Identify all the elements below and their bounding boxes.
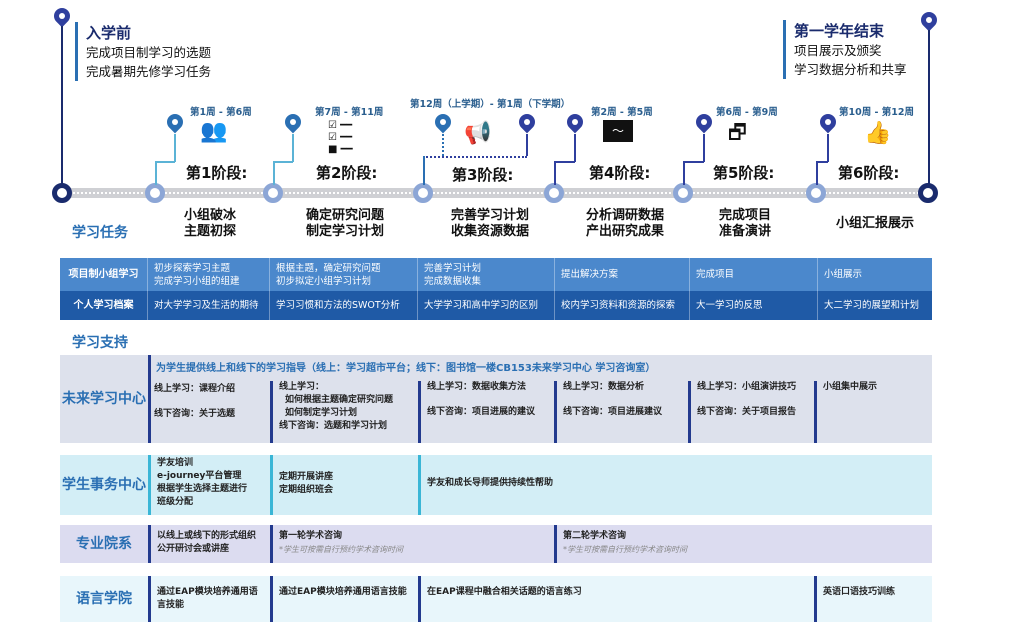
support-cell: 定期开展讲座定期组织班会 (270, 455, 333, 515)
phase6-label: 第6阶段: (838, 164, 900, 182)
phase3-end-pin-icon (515, 110, 539, 134)
phase1-tasks: 小组破冰主题初探 (183, 208, 236, 239)
end-pin-icon (917, 8, 941, 32)
support-cell: 线上学习：数据分析线下咨询：项目进展建议 (554, 381, 662, 443)
phase6-pin-icon (816, 110, 840, 134)
support-cell: 以线上或线下的形式组织公开研讨会或讲座 (148, 525, 256, 563)
phase3-start-pin-icon (431, 110, 455, 134)
table-cell: 校内学习资料和资源的探索 (555, 291, 690, 320)
phase3-weeks: 第12周（上学期）- 第1周（下学期） (410, 99, 571, 110)
table-cell: 大学学习和高中学习的区别 (418, 291, 555, 320)
table-cell: 完善学习计划完成数据收集 (418, 258, 555, 291)
phase6-tasks: 小组汇报展示 (835, 216, 914, 231)
end-milestone: 第一学年结束 项目展示及颁奖 学习数据分析和共享 (783, 20, 907, 79)
timeline-node-end (918, 183, 938, 203)
phase5-pin-icon (692, 110, 716, 134)
table-cell: 对大学学习及生活的期待 (148, 291, 270, 320)
future-banner: 为学生提供线上和线下的学习指导（线上：学习超市平台；线下：图书馆一楼CB153未… (156, 363, 656, 374)
phase1-label: 第1阶段: (186, 164, 248, 182)
phase2-label: 第2阶段: (316, 164, 378, 182)
table-cell: 初步探索学习主题完成学习小组的组建 (148, 258, 270, 291)
thumbs-up-icon: 👍 (864, 121, 892, 146)
discussion-group-icon: 👥 (200, 119, 228, 144)
phase1-weeks: 第1周 - 第6周 (190, 107, 252, 118)
box-label: 专业院系 (76, 535, 132, 552)
table-cell: 提出解决方案 (555, 258, 690, 291)
start-pin-icon (50, 4, 74, 28)
phase4-tasks: 分析调研数据产出研究成果 (585, 208, 664, 239)
table-cell: 完成项目 (690, 258, 818, 291)
checklist-icon: ☑ ━━☑ ━━■ ━━ (328, 120, 353, 155)
row-label: 项目制小组学习 (60, 258, 148, 291)
support-cell: 第二轮学术咨询*学生可按需自行预约学术咨询时间 (554, 525, 687, 563)
phase5-tasks: 完成项目准备演讲 (718, 208, 771, 239)
phase4-weeks: 第2周 - 第5周 (591, 107, 653, 118)
personal-portfolio-row: 个人学习档案 对大学学习及生活的期待 学习习惯和方法的SWOT分析 大学学习和高… (60, 291, 932, 320)
support-cell: 线上学习：小组演讲技巧线下咨询：关于项目报告 (688, 381, 796, 443)
support-cell: 英语口语技巧训练 (814, 576, 895, 622)
phase6-weeks: 第10周 - 第12周 (839, 107, 914, 118)
future-learning-center-box: 未来学习中心 为学生提供线上和线下的学习指导（线上：学习超市平台；线下：图书馆一… (60, 355, 932, 443)
timeline-node (145, 183, 165, 203)
table-cell: 大一学习的反思 (690, 291, 818, 320)
table-cell: 大二学习的展望和计划 (824, 300, 920, 311)
start-milestone: 入学前 完成项目制学习的选题 完成暑期先修学习任务 (75, 22, 211, 81)
megaphone-icon: 📢 (464, 121, 492, 146)
box-label: 未来学习中心 (62, 390, 146, 407)
timeline-node (673, 183, 693, 203)
phase4-label: 第4阶段: (589, 164, 651, 182)
support-cell: 学友和成长导师提供持续性帮助 (418, 455, 553, 515)
phase3-tasks: 完善学习计划收集资源数据 (450, 208, 529, 239)
support-cell: 小组集中展示 (814, 381, 877, 443)
timeline-track (62, 188, 930, 198)
support-cell: 通过EAP模块培养通用语言技能 (270, 576, 407, 622)
timeline-node (413, 183, 433, 203)
windows-icon: 🗗 (728, 120, 747, 144)
support-cell: 线上学习：数据收集方法线下咨询：项目进展的建议 (418, 381, 535, 443)
table-cell: 根据主题，确定研究问题初步拟定小组学习计划 (270, 258, 418, 291)
box-label: 学生事务中心 (62, 476, 146, 493)
phase5-label: 第5阶段: (713, 164, 775, 182)
row-label: 个人学习档案 (60, 291, 148, 320)
phase2-tasks: 确定研究问题制定学习计划 (305, 208, 384, 239)
language-school-box: 语言学院 通过EAP模块培养通用语言技能 通过EAP模块培养通用语言技能 在EA… (60, 576, 932, 622)
phase4-pin-icon (563, 110, 587, 134)
timeline-node (544, 183, 564, 203)
support-cell: 线上学习：如何根据主题确定研究问题如何制定学习计划线下咨询：选题和学习计划 (270, 381, 393, 443)
support-cell: 在EAP课程中融合相关话题的语言练习 (418, 576, 582, 622)
phase1-pin-icon (163, 110, 187, 134)
phase2-pin-icon (281, 110, 305, 134)
department-box: 专业院系 以线上或线下的形式组织公开研讨会或讲座 第一轮学术咨询*学生可按需自行… (60, 525, 932, 563)
presentation-chart-icon: 〜 (603, 120, 633, 142)
timeline-node (806, 183, 826, 203)
start-line (61, 26, 63, 186)
end-line (928, 30, 930, 186)
group-learning-row: 项目制小组学习 初步探索学习主题完成学习小组的组建 根据主题，确定研究问题初步拟… (60, 258, 932, 291)
table-cell: 学习习惯和方法的SWOT分析 (270, 291, 418, 320)
table-cell: 小组展示 (824, 269, 863, 280)
support-cell: 通过EAP模块培养通用语言技能 (148, 576, 266, 622)
tasks-section-title: 学习任务 (72, 225, 128, 241)
phase3-label: 第3阶段: (452, 166, 514, 184)
timeline-node-start (52, 183, 72, 203)
phase5-weeks: 第6周 - 第9周 (716, 107, 778, 118)
support-cell: 线上学习：课程介绍线下咨询：关于选题 (154, 384, 236, 419)
support-cell: 第一轮学术咨询*学生可按需自行预约学术咨询时间 (270, 525, 403, 563)
box-label: 语言学院 (76, 590, 132, 607)
phase2-weeks: 第7周 - 第11周 (315, 107, 384, 118)
timeline-node (263, 183, 283, 203)
support-section-title: 学习支持 (72, 335, 128, 351)
